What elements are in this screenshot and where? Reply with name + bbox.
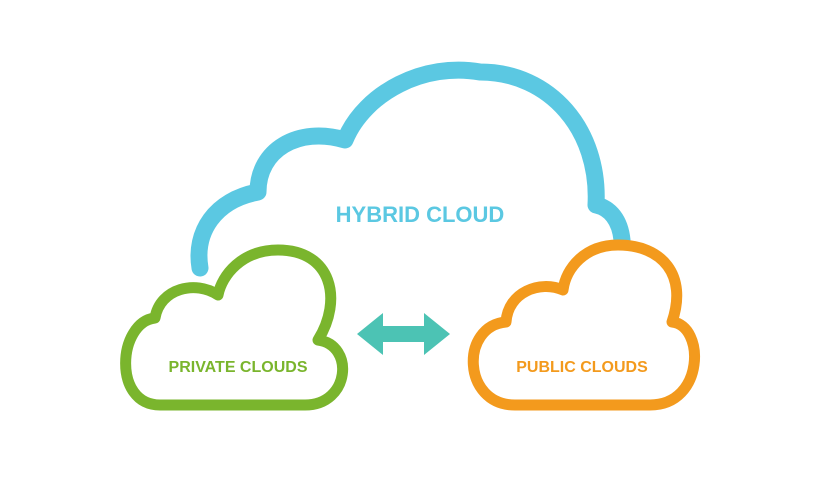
- hybrid-cloud-outline: [190, 61, 631, 277]
- public-cloud-label: PUBLIC CLOUDS: [516, 359, 648, 376]
- public-cloud-outline: [467, 239, 700, 411]
- public-cloud: PUBLIC CLOUDS: [467, 239, 700, 411]
- private-cloud-label: PRIVATE CLOUDS: [169, 359, 308, 376]
- private-cloud: PRIVATE CLOUDS: [120, 244, 349, 411]
- hybrid-cloud: HYBRID CLOUD: [190, 61, 631, 277]
- private-cloud-outline: [120, 244, 349, 411]
- double-arrow-icon: [357, 313, 450, 355]
- hybrid-cloud-label: HYBRID CLOUD: [336, 202, 505, 227]
